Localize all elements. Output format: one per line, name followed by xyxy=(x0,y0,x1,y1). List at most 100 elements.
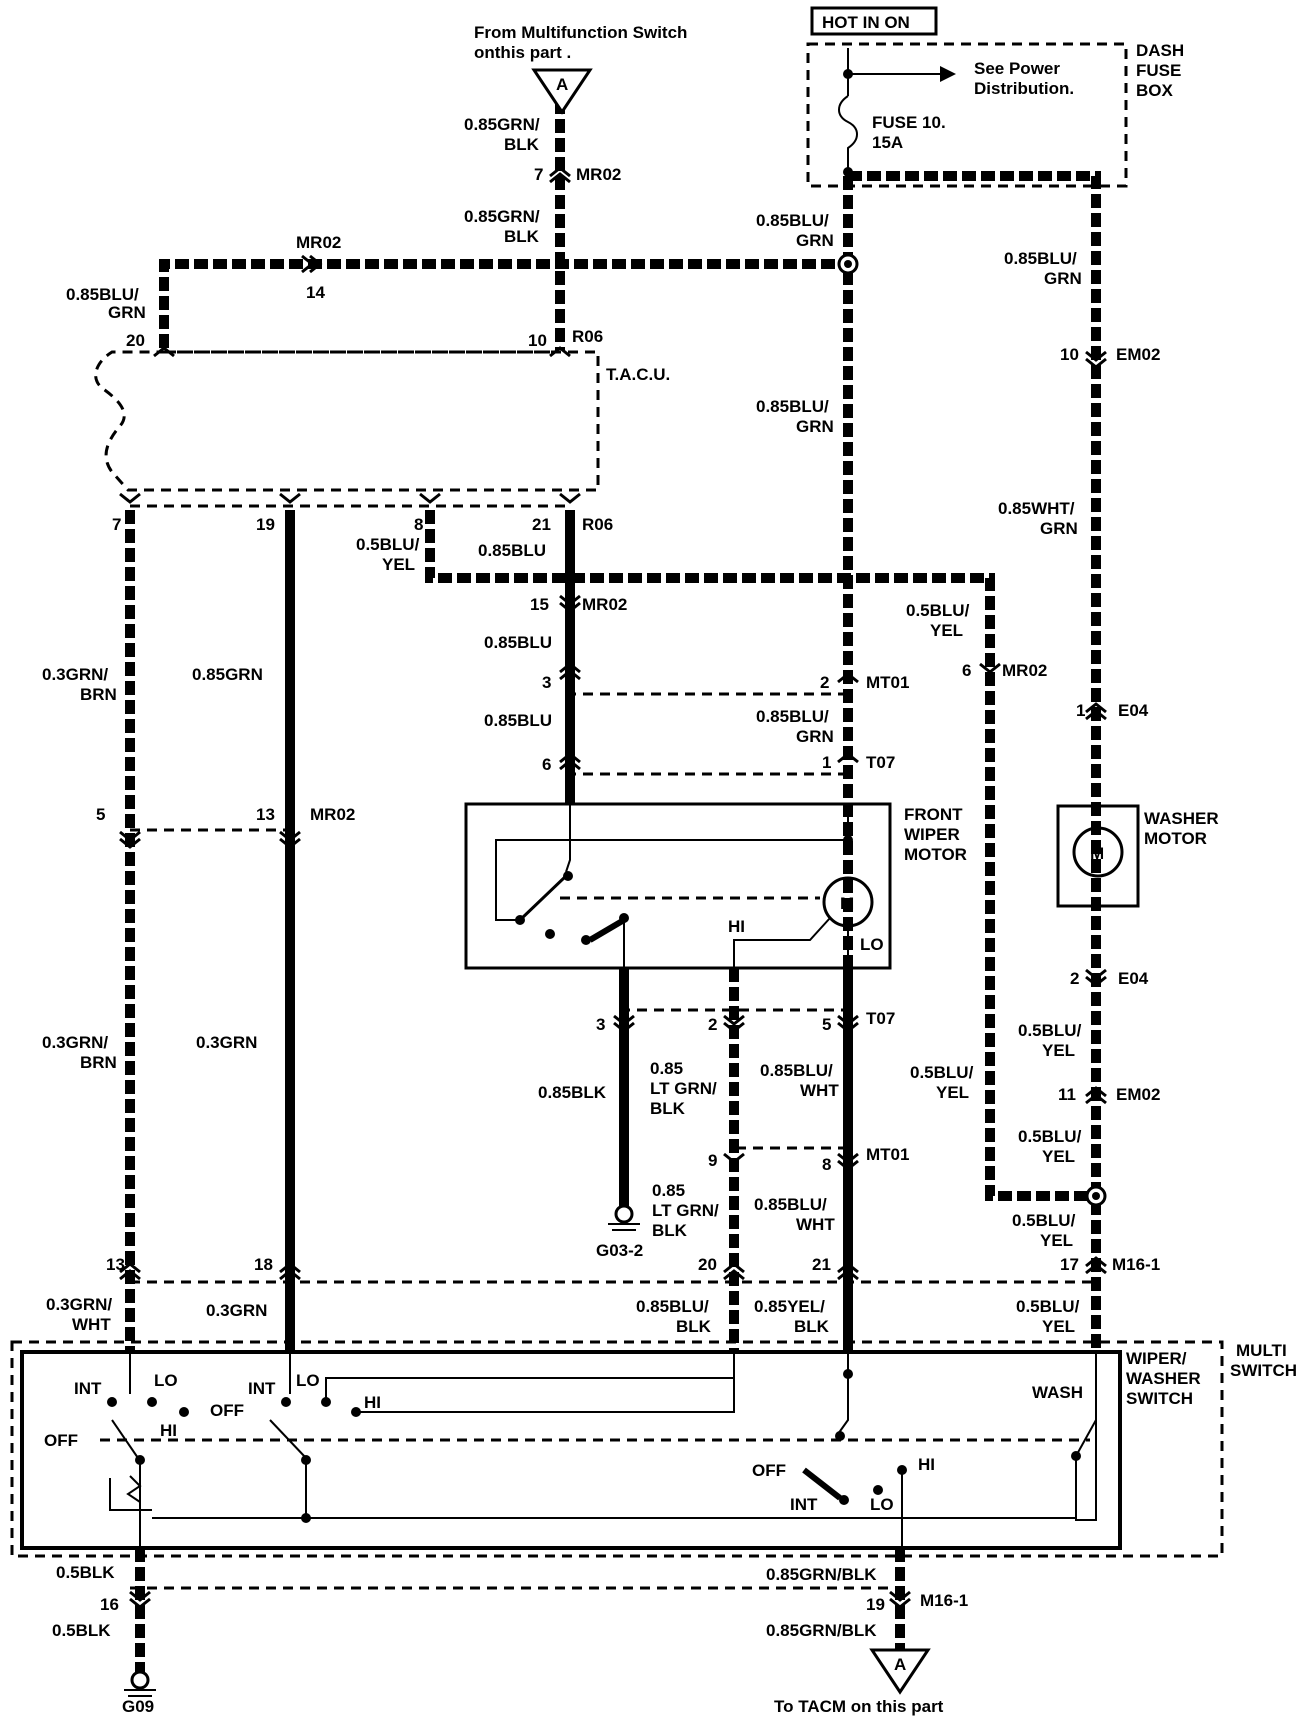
blu-yel-wire xyxy=(425,510,1096,1201)
em02-bottom-label: EM02 xyxy=(1116,1085,1160,1104)
multi-switch-label-2: SWITCH xyxy=(1230,1361,1297,1380)
pin-5-mr02: 5 xyxy=(96,805,105,824)
dash-fuse-box-label-3: BOX xyxy=(1136,81,1174,100)
switch-lo-left: LO xyxy=(154,1371,178,1390)
wire-blu-085-2: 0.85BLU xyxy=(484,633,552,652)
wiper-washer-switch-label-3: SWITCH xyxy=(1126,1389,1193,1408)
mr02-14-label: MR02 xyxy=(296,233,341,252)
wiper-washer-switch-label-2: WASHER xyxy=(1126,1369,1201,1388)
pin-15: 15 xyxy=(530,595,549,614)
wire-blu-yel-right-2: YEL xyxy=(930,621,963,640)
pin-11-em02: 11 xyxy=(1058,1085,1076,1104)
from-multifunction-label-1: From Multifunction Switch xyxy=(474,23,687,42)
switch-hi-right: HI xyxy=(918,1455,935,1474)
wire-blu-grn-left-1: 0.85BLU/ xyxy=(66,285,139,304)
ground-g03-2-label: G03-2 xyxy=(596,1241,643,1260)
r06-bottom-label: R06 xyxy=(582,515,613,534)
see-power-label-1: See Power xyxy=(974,59,1060,78)
washer-motor-m: M xyxy=(1090,844,1104,863)
wire-blu-yel-e04-1: 0.5BLU/ xyxy=(1018,1021,1082,1040)
pin-9-mt01: 9 xyxy=(708,1151,717,1170)
wire-grn-blk-top-2: BLK xyxy=(504,135,540,154)
wire-blu-grn-mid-1: 0.85BLU/ xyxy=(756,397,829,416)
pin-5-t07: 5 xyxy=(822,1015,831,1034)
wire-blu-grn-t07-2: GRN xyxy=(796,727,834,746)
pin-21-m16: 21 xyxy=(812,1255,831,1274)
pin-6-mr02: 6 xyxy=(962,661,971,680)
wire-ltgrn-blk-1a: 0.85 xyxy=(650,1059,683,1078)
connector-a-bottom xyxy=(869,1648,931,1695)
pin-20: 20 xyxy=(126,331,145,350)
m16-1-top-label: M16-1 xyxy=(1112,1255,1160,1274)
connector-chevrons xyxy=(119,166,1107,1609)
mt01-bottom-label: MT01 xyxy=(866,1145,909,1164)
fuse-label-2: 15A xyxy=(872,133,903,152)
mr02-13-label: MR02 xyxy=(310,805,355,824)
washer-motor-label-1: WASHER xyxy=(1144,809,1219,828)
wire-grn-wht-2: WHT xyxy=(72,1315,111,1334)
connector-a-bottom-label: A xyxy=(894,1655,906,1674)
pin-20-m16: 20 xyxy=(698,1255,717,1274)
wire-blu-grn-top-2: GRN xyxy=(796,231,834,250)
pin-8-tacu: 8 xyxy=(414,515,423,534)
pin-10-r06: 10 xyxy=(528,331,547,350)
wire-blu-blk-1: 0.85BLU/ xyxy=(636,1297,709,1316)
switch-off-mid: OFF xyxy=(210,1401,244,1420)
pin-1-t07: 1 xyxy=(822,753,831,772)
pin-14: 14 xyxy=(306,283,325,302)
wire-blu-grn-right-2: GRN xyxy=(1044,269,1082,288)
t07-top-label: T07 xyxy=(866,753,895,772)
r06-top-label: R06 xyxy=(572,327,603,346)
mr02-top-label: MR02 xyxy=(576,165,621,184)
wire-wht-grn-1: 0.85WHT/ xyxy=(998,499,1075,518)
wire-grn-brn-3: 0.3GRN/ xyxy=(42,1033,108,1052)
wire-grn-03-bottom: 0.3GRN xyxy=(206,1301,267,1320)
ground-g09 xyxy=(124,1670,156,1697)
to-tacm-label: To TACM on this part xyxy=(774,1697,944,1716)
multi-switch-outline xyxy=(10,1340,1224,1558)
pin-18-m16: 18 xyxy=(254,1255,273,1274)
wire-blu-grn-top-1: 0.85BLU/ xyxy=(756,211,829,230)
front-wiper-label-2: WIPER xyxy=(904,825,960,844)
dash-fuse-box-label-1: DASH xyxy=(1136,41,1184,60)
pin-13-m16: 13 xyxy=(106,1255,125,1274)
wire-blk-05-top: 0.5BLK xyxy=(56,1563,115,1582)
wire-grn-03: 0.3GRN xyxy=(196,1033,257,1052)
washer-motor-internals: M xyxy=(1072,826,1124,878)
wire-blu-yel-em02-2: YEL xyxy=(1042,1147,1075,1166)
pin-16: 16 xyxy=(100,1595,119,1614)
pin-3-mt01: 3 xyxy=(542,673,551,692)
mr02-6-label: MR02 xyxy=(1002,661,1047,680)
wire-grn-085: 0.85GRN xyxy=(192,665,263,684)
wire-ltgrn-blk-1c: BLK xyxy=(650,1099,686,1118)
pin-7-tacu: 7 xyxy=(112,515,121,534)
switch-int-right: INT xyxy=(790,1495,818,1514)
hot-in-on-box xyxy=(810,6,938,36)
wire-grn-brn-2: BRN xyxy=(80,685,117,704)
wire-yel-blk-1: 0.85YEL/ xyxy=(754,1297,825,1316)
tacu-label: T.A.C.U. xyxy=(606,365,670,384)
wire-blu-wht-1b: WHT xyxy=(800,1081,839,1100)
pin-1-e04: 1 xyxy=(1076,701,1085,720)
pin-3-t07: 3 xyxy=(596,1015,605,1034)
washer-motor-label-2: MOTOR xyxy=(1144,829,1207,848)
wire-blu-blk-2: BLK xyxy=(676,1317,712,1336)
wire-blu-yel-splice-1: 0.5BLU/ xyxy=(1012,1211,1076,1230)
fuse-box-internals xyxy=(837,48,956,275)
fuse-label-1: FUSE 10. xyxy=(872,113,946,132)
switch-hi-mid: HI xyxy=(364,1393,381,1412)
motor-hi-label: HI xyxy=(728,917,745,936)
mr02-15-label: MR02 xyxy=(582,595,627,614)
switch-hi-left: HI xyxy=(160,1421,177,1440)
wire-blu-wht-1a: 0.85BLU/ xyxy=(760,1061,833,1080)
wire-blu-wht-2a: 0.85BLU/ xyxy=(754,1195,827,1214)
pin-2-e04: 2 xyxy=(1070,969,1079,988)
wire-blk-05-bottom: 0.5BLK xyxy=(52,1621,111,1640)
pin-19-tacu: 19 xyxy=(256,515,275,534)
pin-10-em02: 10 xyxy=(1060,345,1079,364)
wire-blu-yel-left-1: 0.5BLU/ xyxy=(910,1063,974,1082)
wire-grn-wht-1: 0.3GRN/ xyxy=(46,1295,112,1314)
wire-ltgrn-blk-2c: BLK xyxy=(652,1221,688,1240)
em02-top-label: EM02 xyxy=(1116,345,1160,364)
